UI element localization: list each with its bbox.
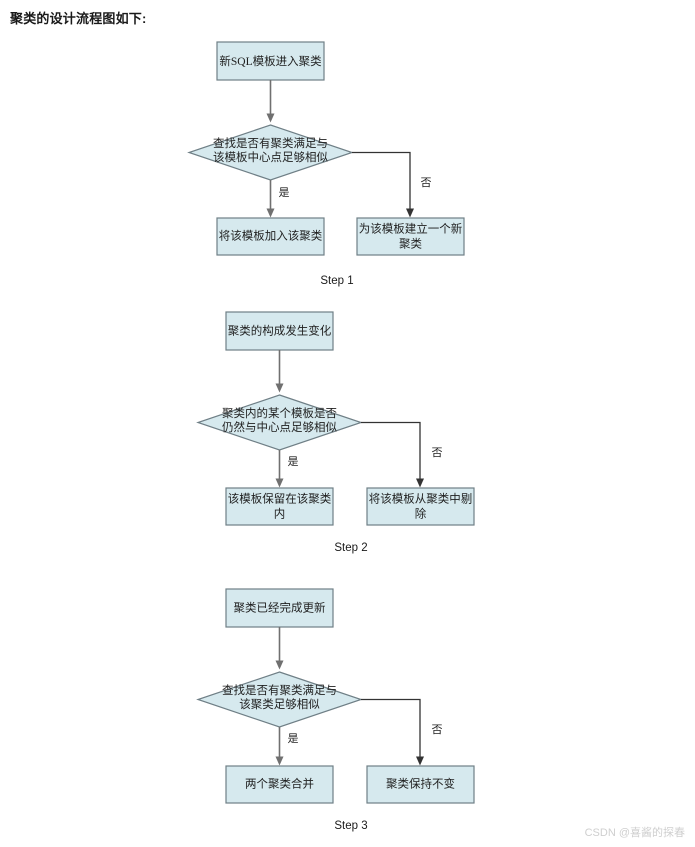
csdn-watermark: CSDN @喜酱的探春 [584, 827, 685, 839]
svg-text:新SQL模板进入聚类: 新SQL模板进入聚类 [219, 54, 322, 68]
s1-decision-line2: 该模板中心点足够相似 [213, 150, 328, 164]
s2-start-text: 聚类的构成发生变化 [228, 324, 332, 338]
step-1-caption: Step 1 [320, 275, 353, 287]
s1-decision-line1: 查找是否有聚类满足与 [213, 136, 328, 150]
node-s2-no[interactable]: 将该模板从聚类中剔 除 [366, 487, 475, 526]
s2-decision-line1: 聚类内的某个模板是否 [222, 406, 337, 420]
step-3-group: 聚类已经完成更新 查找是否有聚类满足与 该聚类足够相似 是 否 两个聚类合并 聚… [196, 588, 475, 832]
node-s3-yes[interactable]: 两个聚类合并 [225, 765, 334, 804]
s1-start-prefix: 新 [219, 54, 231, 68]
step-2-group: 聚类的构成发生变化 聚类内的某个模板是否 仍然与中心点足够相似 是 否 该模板保… [196, 311, 475, 554]
node-s1-decision[interactable]: 查找是否有聚类满足与 该模板中心点足够相似 [187, 124, 354, 181]
node-s2-start[interactable]: 聚类的构成发生变化 [225, 311, 334, 351]
s2-decision-line2: 仍然与中心点足够相似 [222, 420, 337, 434]
step-3-caption: Step 3 [334, 820, 367, 832]
edge-s2-decision-no [361, 421, 424, 488]
edge-s3-decision-no [361, 698, 424, 766]
s1-start-bold: SQL [231, 56, 253, 68]
s2-no-box-line2: 除 [415, 507, 427, 521]
s3-decision-line2: 该聚类足够相似 [239, 697, 320, 711]
node-s3-decision[interactable]: 查找是否有聚类满足与 该聚类足够相似 [196, 671, 363, 728]
node-s2-yes[interactable]: 该模板保留在该聚类 内 [225, 487, 334, 526]
node-s1-start[interactable]: 新SQL模板进入聚类 [216, 41, 325, 81]
s1-yes-box-line1: 将该模板加入该聚类 [219, 229, 323, 243]
s3-no-box-line1: 聚类保持不变 [386, 777, 455, 791]
s3-no-label: 否 [432, 724, 443, 736]
node-s1-yes[interactable]: 将该模板加入该聚类 [216, 217, 325, 256]
s2-yes-box-line1: 该模板保留在该聚类 [228, 492, 332, 506]
s1-no-label: 否 [421, 177, 432, 189]
s1-no-box-line1: 为该模板建立一个新 [359, 222, 463, 236]
step-2-caption: Step 2 [334, 542, 367, 554]
s3-yes-label: 是 [288, 732, 299, 745]
edge-s1-decision-no [352, 151, 414, 218]
s3-decision-line1: 查找是否有聚类满足与 [222, 683, 337, 697]
s1-no-box-line2: 聚类 [399, 237, 422, 251]
node-s2-decision[interactable]: 聚类内的某个模板是否 仍然与中心点足够相似 [196, 394, 363, 451]
s1-yes-label: 是 [279, 186, 290, 199]
s3-yes-box-line1: 两个聚类合并 [245, 777, 314, 791]
page-title: 聚类的设计流程图如下: [10, 11, 147, 26]
s2-no-label: 否 [432, 447, 443, 459]
node-s1-no[interactable]: 为该模板建立一个新 聚类 [356, 217, 465, 256]
step-1-group: 新SQL模板进入聚类 查找是否有聚类满足与 该模板中心点足够相似 是 否 将该模… [187, 41, 465, 287]
s1-start-suffix: 模板进入聚类 [253, 54, 322, 68]
s3-start-text: 聚类已经完成更新 [234, 601, 326, 615]
node-s3-no[interactable]: 聚类保持不变 [366, 765, 475, 804]
s2-yes-box-line2: 内 [274, 507, 286, 521]
node-s3-start[interactable]: 聚类已经完成更新 [225, 588, 334, 628]
s2-no-box-line1: 将该模板从聚类中剔 [369, 492, 473, 506]
s2-yes-label: 是 [288, 455, 299, 468]
